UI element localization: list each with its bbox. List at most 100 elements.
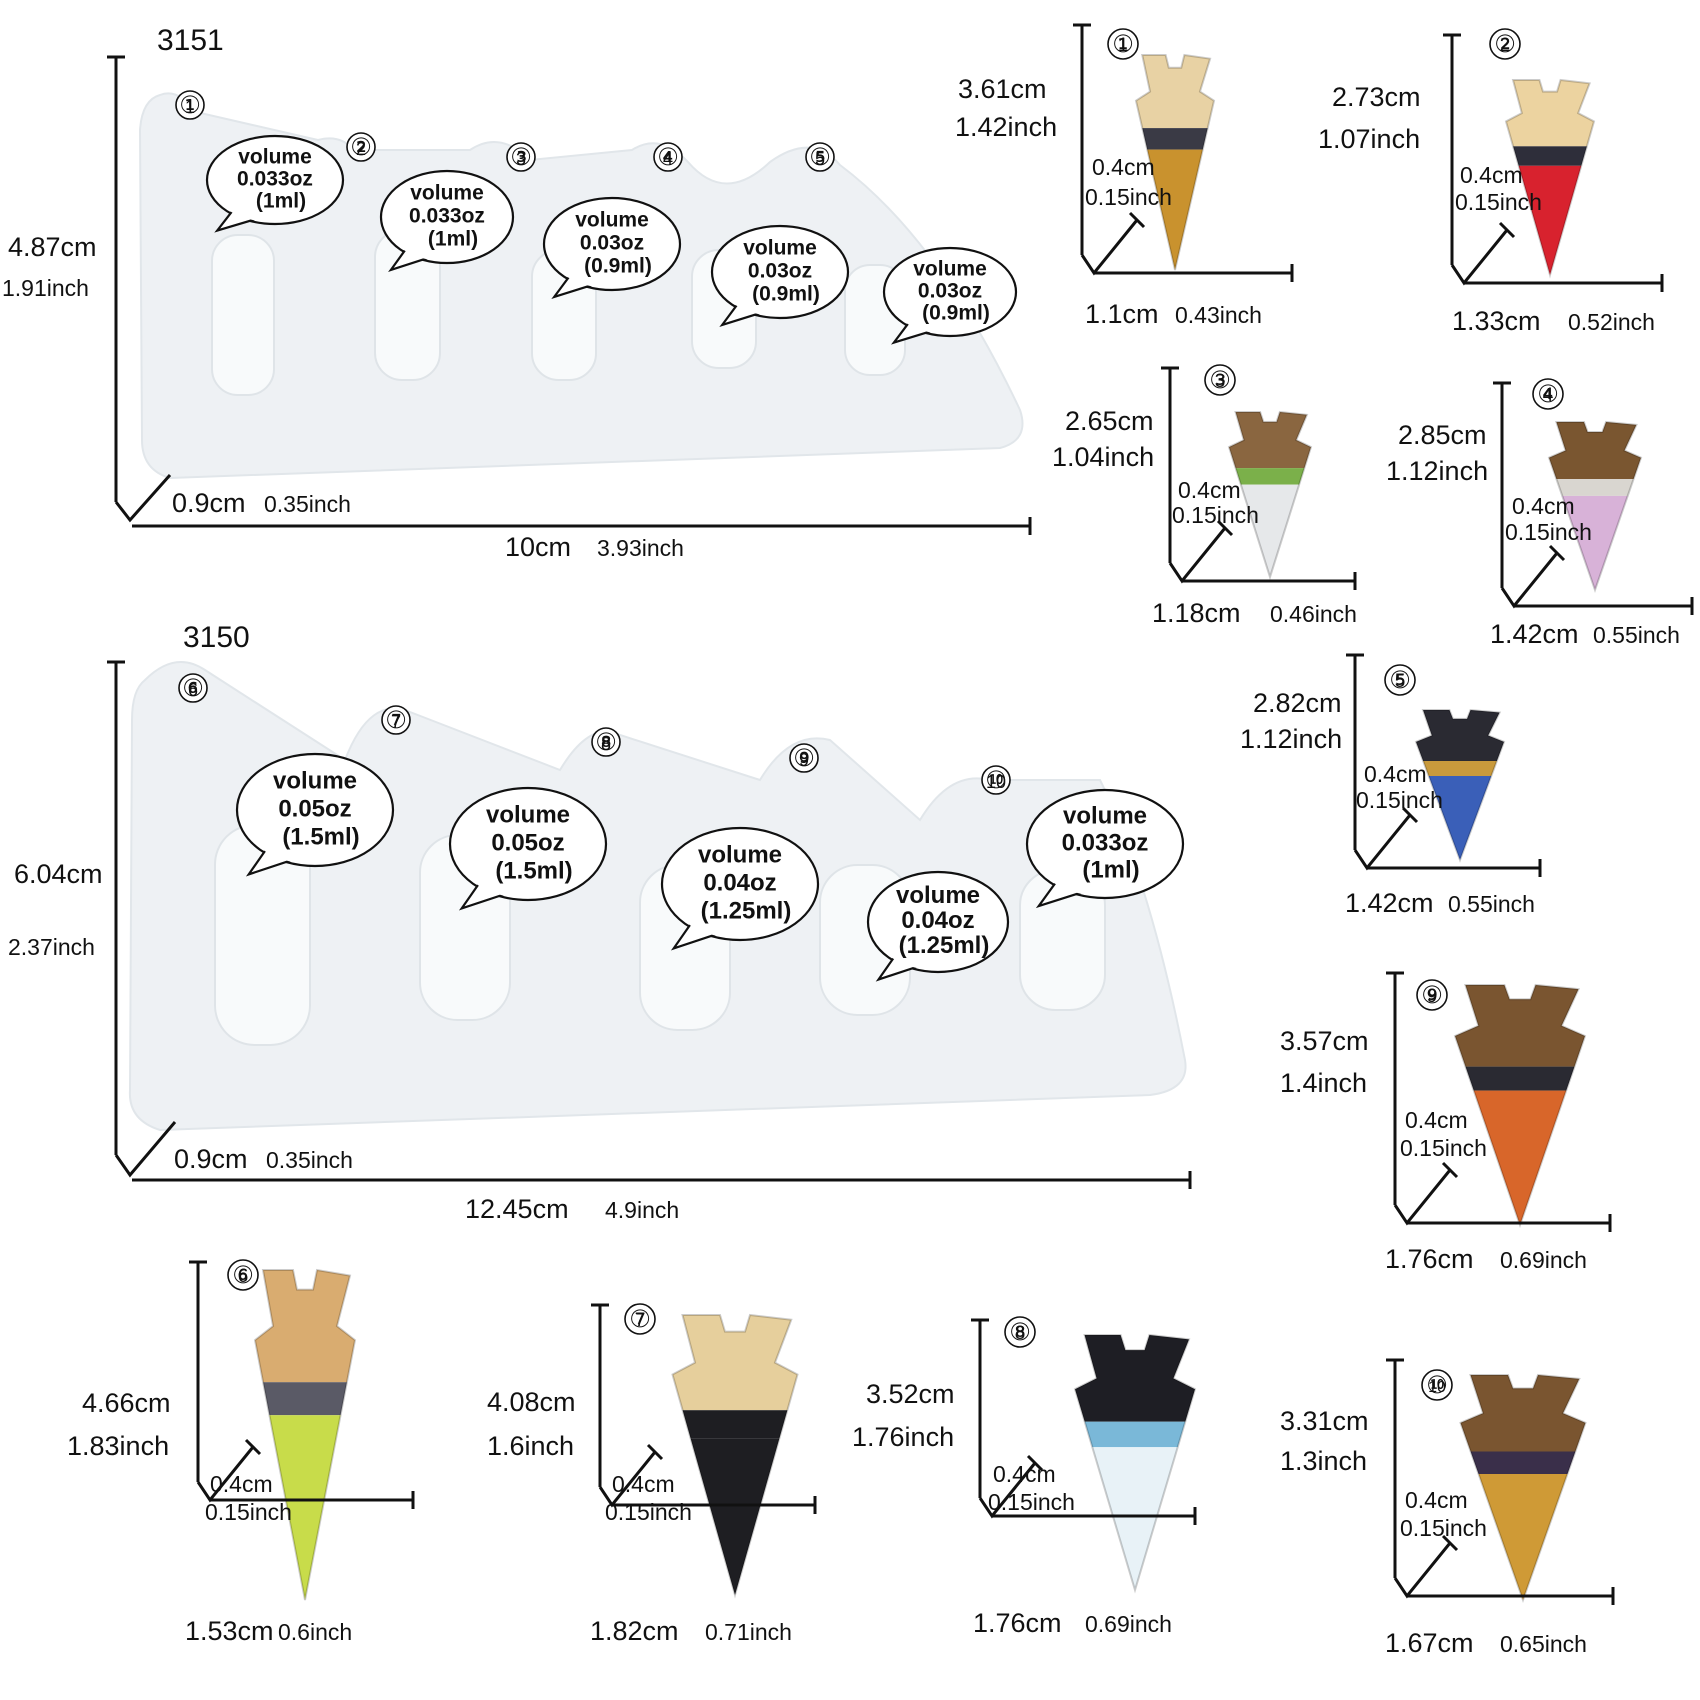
piece-depth-cm: 0.4cm	[1092, 154, 1155, 180]
speech-bubble-fill	[869, 873, 1007, 971]
speech-bubble-fill	[1028, 791, 1182, 897]
piece-width-cm: 1.53cm	[185, 1616, 274, 1646]
cavity-number: ①	[179, 91, 201, 119]
piece-depth-line	[1353, 814, 1412, 871]
cavity-number-digit: 6	[188, 680, 198, 700]
piece-height-cm: 3.31cm	[1280, 1406, 1369, 1436]
volume-ml: (0.9ml)	[752, 283, 820, 306]
cavity-number-digit: 2	[356, 139, 366, 159]
piece-depth-cap	[1441, 1161, 1459, 1179]
arrowhead-top-section	[1229, 412, 1311, 469]
speech-bubble-tail	[890, 315, 938, 345]
cavity-number-circle	[346, 132, 376, 162]
speech-bubble-tail	[245, 840, 300, 877]
piece-height-inch: 1.83inch	[67, 1431, 169, 1461]
volume-oz: 0.05oz	[278, 796, 351, 823]
speech-bubble-tail	[458, 874, 513, 911]
volume-label: volume	[698, 842, 782, 869]
arrowhead-outline	[1453, 983, 1587, 1229]
piece-depth-cap	[1401, 806, 1419, 824]
speech-bubble-fill	[545, 199, 679, 289]
cavity-number-digit: 3	[516, 149, 526, 169]
piece-depth-cm: 0.4cm	[1364, 761, 1427, 787]
volume-oz: 0.05oz	[491, 830, 564, 857]
cavity-number: ⑩	[985, 766, 1007, 794]
piece-number-circle	[1416, 979, 1448, 1011]
piece-height-inch: 1.12inch	[1386, 456, 1488, 486]
piece-depth-cm: 0.4cm	[993, 1461, 1056, 1487]
piece-height-cm: 3.57cm	[1280, 1026, 1369, 1056]
piece-depth-inch: 0.15inch	[988, 1489, 1075, 1515]
piece-height-cm: 2.85cm	[1398, 420, 1487, 450]
arrowhead-outline	[1414, 708, 1506, 863]
piece-width-inch: 0.6inch	[278, 1619, 352, 1645]
volume-oz: 0.033oz	[1062, 829, 1149, 856]
piece-number-circle	[624, 1303, 656, 1335]
piece-number: ②	[1494, 30, 1516, 58]
depth-dimension-line	[114, 474, 172, 523]
cavity-number-circle	[591, 727, 621, 757]
piece-number-digit: 5	[1395, 671, 1406, 692]
cavity-number-digit: 10	[986, 772, 1006, 792]
volume-ml: (1.5ml)	[282, 824, 359, 851]
piece-number-digit: 10	[1428, 1379, 1446, 1396]
speech-bubble-fill	[713, 227, 847, 317]
cavity-number-circle	[506, 142, 536, 172]
piece-width-cm: 1.76cm	[1385, 1244, 1474, 1274]
mold-depth-cm: 0.9cm	[174, 1144, 248, 1174]
piece-number-digit: 8	[1015, 1323, 1026, 1344]
cavity-number-circle	[175, 90, 205, 120]
mold-cavity	[211, 234, 275, 396]
volume-label: volume	[238, 145, 312, 168]
piece-number-circle	[1421, 1369, 1453, 1401]
volume-oz: 0.04oz	[703, 870, 776, 897]
arrowhead-fill	[255, 1270, 355, 1600]
piece-number: ④	[1537, 380, 1559, 408]
arrowhead-fill	[1455, 985, 1585, 1225]
volume-ml: (0.9ml)	[922, 301, 990, 324]
piece-number-digit: 3	[1215, 371, 1226, 392]
mold-height-inch: 2.37inch	[8, 934, 95, 960]
arrowhead-band-section	[1075, 1421, 1195, 1448]
mold-model-number: 3150	[183, 621, 250, 654]
cavity-number-circle	[805, 142, 835, 172]
speech-bubble-fill	[663, 829, 817, 939]
cavity-number-circle	[178, 673, 208, 703]
piece-width-inch: 0.69inch	[1085, 1611, 1172, 1637]
piece-width-cm: 1.1cm	[1085, 299, 1159, 329]
cavity-number-circle	[789, 743, 819, 773]
piece-depth-cap	[646, 1443, 664, 1461]
piece-width-inch: 0.69inch	[1500, 1247, 1587, 1273]
volume-ml: (1.5ml)	[495, 858, 572, 885]
piece-height-inch: 1.42inch	[955, 112, 1057, 142]
arrowhead-top-section	[1506, 80, 1594, 147]
mold-depth-cm: 0.9cm	[172, 488, 246, 518]
piece-height-cm: 4.66cm	[82, 1388, 171, 1418]
piece-depth-cap	[1216, 519, 1234, 537]
piece-depth-cm: 0.4cm	[210, 1471, 273, 1497]
arrowhead-band-section	[1506, 146, 1594, 166]
piece-number: ⑨	[1421, 981, 1443, 1009]
arrowhead-outline	[1073, 1333, 1197, 1594]
piece-number: ⑥	[232, 1261, 254, 1289]
piece-depth-inch: 0.15inch	[1085, 184, 1172, 210]
arrowhead-outline	[671, 1313, 799, 1599]
volume-label: volume	[896, 882, 980, 909]
cavity-number-digit: 1	[185, 97, 195, 117]
cavity-number: ②	[350, 133, 372, 161]
piece-number-digit: 7	[635, 1310, 646, 1331]
piece-depth-line	[1393, 1542, 1452, 1599]
speech-bubble-fill	[382, 172, 512, 262]
piece-width-cm: 1.67cm	[1385, 1628, 1474, 1658]
volume-label: volume	[410, 182, 484, 205]
piece-depth-line	[1168, 527, 1227, 584]
arrowhead-top-section	[1416, 710, 1504, 761]
arrowhead-band-section	[672, 1410, 798, 1439]
